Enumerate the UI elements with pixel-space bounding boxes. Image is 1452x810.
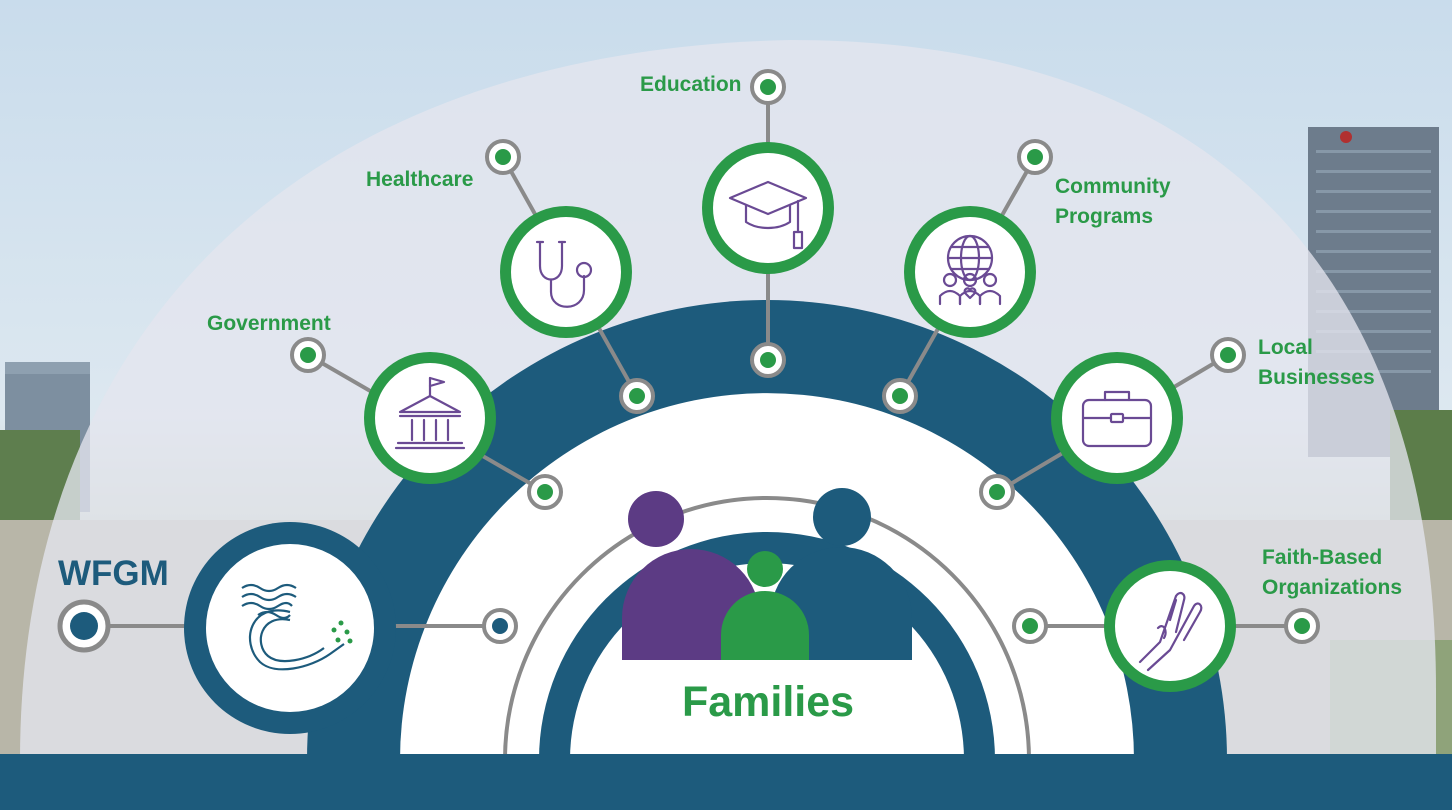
wfgm-label: WFGM (58, 554, 169, 593)
graduation-cap-icon (728, 180, 808, 250)
connector-node-dot (629, 388, 645, 404)
government-building-icon (394, 376, 466, 450)
child-head-icon (747, 551, 783, 587)
connector-node-dot (760, 79, 776, 95)
sector-label-line: Organizations (1262, 576, 1402, 599)
connector-node-dot (1022, 618, 1038, 634)
sector-icon-node (904, 206, 1036, 338)
globe-community-icon (938, 234, 1002, 306)
connector-node-dot (760, 352, 776, 368)
connector-node-dot (1027, 149, 1043, 165)
sector-label-line: Healthcare (366, 168, 473, 191)
stethoscope-icon (535, 240, 593, 308)
sector-icon-node (364, 352, 496, 484)
orbit-ring (503, 496, 1031, 761)
sector-label-line: Local (1258, 336, 1313, 359)
sector-label-line: Programs (1055, 205, 1153, 228)
briefcase-icon (1081, 390, 1153, 448)
sector-label: Education (640, 73, 742, 96)
connector-dots (57, 69, 1320, 653)
child-body-icon (721, 591, 809, 660)
sector-label: Government (207, 312, 331, 335)
sector-icon-disc (1115, 571, 1225, 681)
sector-icon-nodes (364, 142, 1236, 692)
sector-icon-node (1104, 560, 1236, 692)
sector-label-line: Community (1055, 175, 1171, 198)
connector-node-dot (989, 484, 1005, 500)
sector-icon-disc (375, 363, 485, 473)
wfgm-endpoint-dot (70, 612, 98, 640)
connector-node-dot (495, 149, 511, 165)
wfgm-wave-logo-icon (241, 583, 345, 671)
sector-icon-disc (713, 153, 823, 263)
sector-label-line: Faith-Based (1262, 546, 1382, 569)
sector-label-line: Education (640, 73, 742, 96)
sector-label-line: Businesses (1258, 366, 1375, 389)
praying-hands-icon (1138, 591, 1203, 672)
bottom-band (0, 754, 1452, 810)
center-label: Families (682, 678, 854, 726)
connector-node-dot (892, 388, 908, 404)
connector-node-dot (1220, 347, 1236, 363)
parent-head-icon (628, 491, 684, 547)
connector-node-dot (492, 618, 508, 634)
sector-label: Healthcare (366, 168, 473, 191)
families-icon (622, 488, 912, 660)
connector-node-dot (300, 347, 316, 363)
connector-node-dot (1294, 618, 1310, 634)
sector-icon-node (500, 206, 632, 338)
connector-node-dot (537, 484, 553, 500)
sector-icon-node (702, 142, 834, 274)
sector-icon-disc (511, 217, 621, 327)
sector-icon-disc (915, 217, 1025, 327)
sector-label-line: Government (207, 312, 331, 335)
sector-icon-node (1051, 352, 1183, 484)
wfgm-logo-circle (184, 522, 396, 734)
sector-icon-disc (1062, 363, 1172, 473)
parent-head-icon (813, 488, 871, 546)
